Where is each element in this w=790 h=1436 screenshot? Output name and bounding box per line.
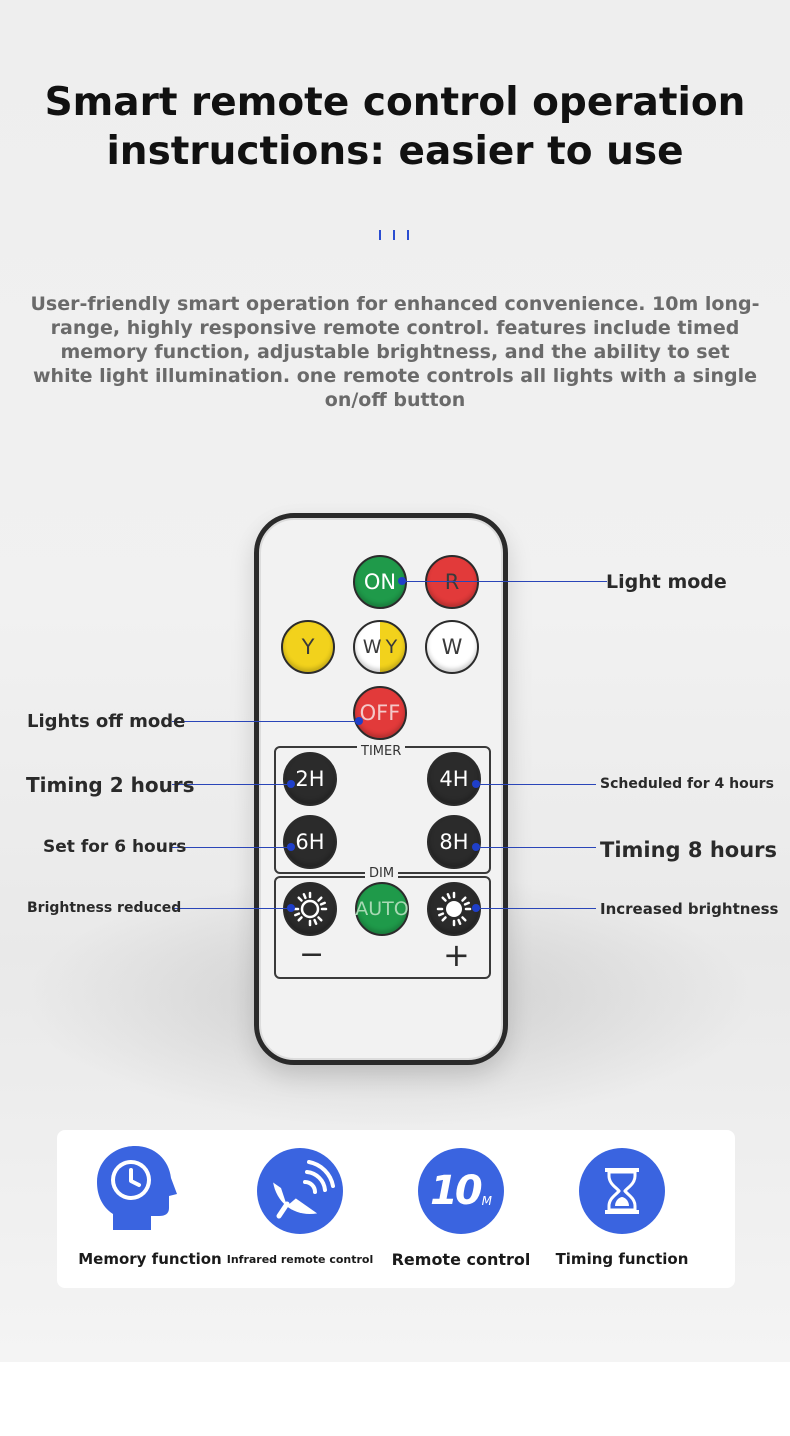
warm-white-w-label: W xyxy=(362,636,382,658)
callout-line-light-mode xyxy=(402,581,607,582)
white-button[interactable]: W xyxy=(425,620,479,674)
off-button[interactable]: OFF xyxy=(353,686,407,740)
callout-line-scheduled-4 xyxy=(476,784,596,785)
auto-button[interactable]: AUTO xyxy=(355,882,409,936)
callout-line-brightness-reduced xyxy=(172,908,292,909)
feature-remote-label: Remote control xyxy=(391,1250,531,1269)
callout-dot-lights-off xyxy=(355,717,363,725)
callout-dot-scheduled-4 xyxy=(472,780,480,788)
minus-label: − xyxy=(299,937,325,972)
timer-label: TIMER xyxy=(357,744,406,759)
head-clock-icon xyxy=(97,1146,177,1230)
yellow-button[interactable]: Y xyxy=(281,620,335,674)
plus-label: + xyxy=(443,936,470,974)
callout-timing-8: Timing 8 hours xyxy=(600,838,778,862)
timer-8h-button[interactable]: 8H xyxy=(427,815,481,869)
ten-meter-number: 10 xyxy=(429,1168,483,1214)
hourglass-icon xyxy=(579,1148,665,1234)
dim-label: DIM xyxy=(365,866,399,881)
warm-white-y-label: Y xyxy=(385,636,398,658)
satellite-dish-icon xyxy=(257,1148,343,1234)
callout-dot-timing-2 xyxy=(287,780,295,788)
timer-4h-button[interactable]: 4H xyxy=(427,752,481,806)
callout-lights-off: Lights off mode xyxy=(27,711,186,732)
ten-meter-icon: 10 M xyxy=(418,1148,504,1234)
callout-dot-set-6 xyxy=(287,843,295,851)
ten-meter-unit: M xyxy=(481,1194,493,1208)
description-text: User-friendly smart operation for enhanc… xyxy=(30,293,760,411)
callout-dot-brightness-reduced xyxy=(287,904,295,912)
callout-line-lights-off xyxy=(172,721,360,722)
callout-dot-timing-8 xyxy=(472,843,480,851)
callout-brightness-reduced: Brightness reduced xyxy=(27,900,182,916)
timer-6h-button[interactable]: 6H xyxy=(283,815,337,869)
callout-scheduled-4: Scheduled for 4 hours xyxy=(600,776,774,792)
feature-infrared-label: Infrared remote control xyxy=(226,1253,374,1266)
callout-timing-2: Timing 2 hours xyxy=(26,773,195,797)
features-card: Memory function Infrared remote control … xyxy=(57,1130,735,1288)
callout-line-timing-2 xyxy=(172,784,292,785)
callout-dot-light-mode xyxy=(398,577,406,585)
decorative-ticks xyxy=(379,230,411,242)
callout-line-timing-8 xyxy=(476,847,596,848)
feature-memory-label: Memory function xyxy=(78,1250,222,1268)
callout-light-mode: Light mode xyxy=(606,571,727,593)
red-button[interactable]: R xyxy=(425,555,479,609)
timer-2h-button[interactable]: 2H xyxy=(283,752,337,806)
feature-timing-label: Timing function xyxy=(555,1250,689,1268)
callout-dot-increased-brightness xyxy=(472,904,480,912)
page-title: Smart remote control operation instructi… xyxy=(44,80,746,174)
callout-set-6: Set for 6 hours xyxy=(43,837,187,857)
callout-increased-brightness: Increased brightness xyxy=(600,900,779,918)
sun-outline-icon xyxy=(292,891,328,927)
sun-filled-icon xyxy=(436,891,472,927)
callout-line-set-6 xyxy=(172,847,292,848)
callout-line-increased-brightness xyxy=(476,908,596,909)
